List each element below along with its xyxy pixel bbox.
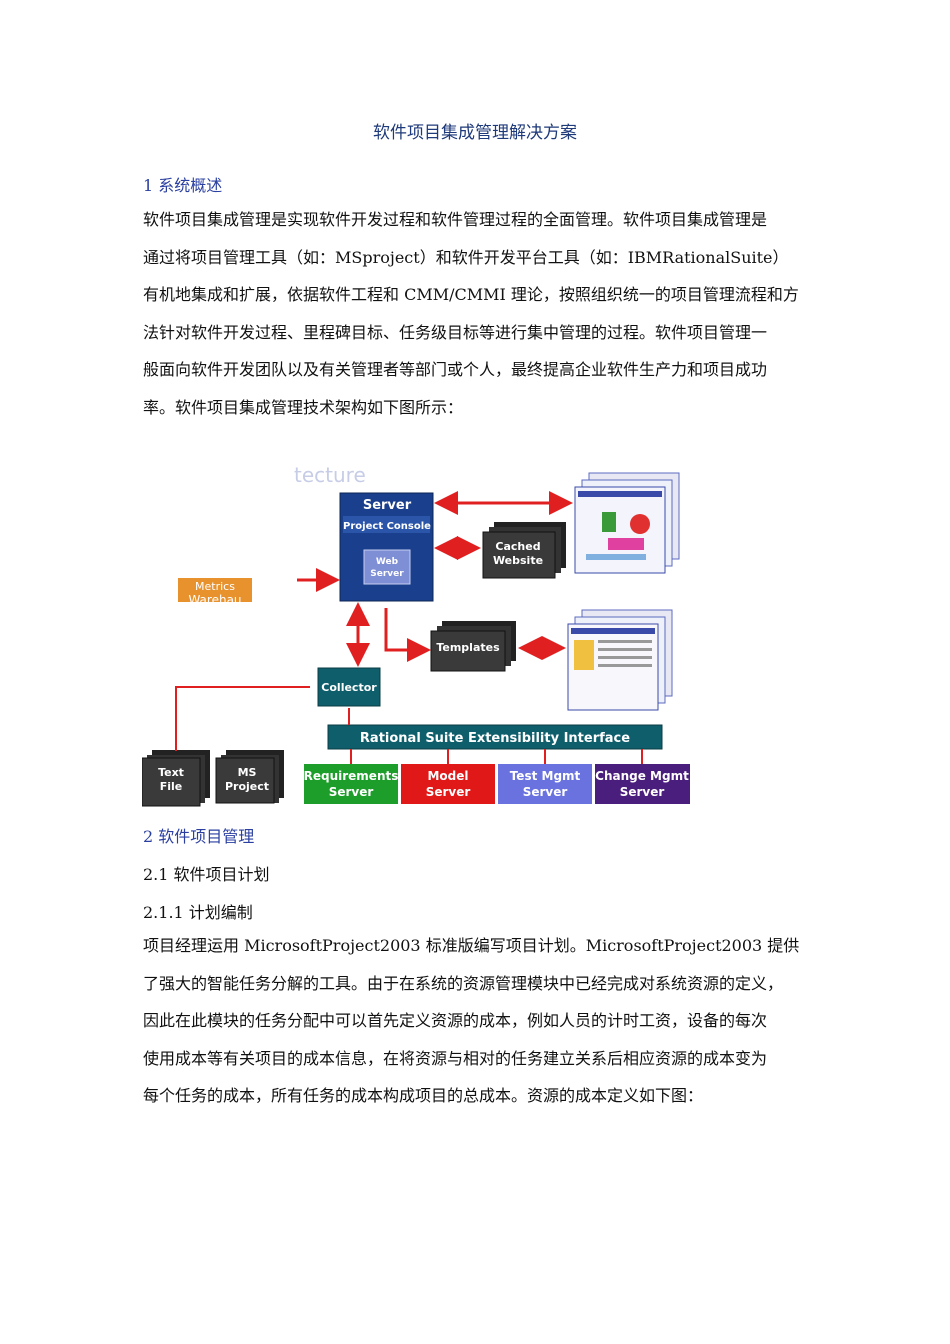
model-label: Model [427, 769, 468, 783]
diagram-arrows [175, 491, 643, 764]
dashboard-screenshots [574, 472, 680, 574]
ms-project-block: MS Project [215, 750, 284, 804]
overview-paragraph: 软件项目集成管理是实现软件开发过程和软件管理过程的全面管理。软件项目集成管理是 … [143, 201, 823, 426]
server-block: Server Project Console Web Server [339, 492, 434, 602]
paragraph-line: 通过将项目管理工具（如：MSproject）和软件开发平台工具（如：IBMRat… [143, 247, 789, 267]
requirements-server: Requirements Server [304, 764, 399, 804]
section-heading-management: 2 软件项目管理 [143, 827, 255, 846]
metrics-label: Warehau [188, 593, 241, 607]
project-console-label: Project Console [343, 521, 431, 532]
model-server: Model Server [401, 764, 495, 804]
rsei-label: Rational Suite Extensibility Interface [360, 731, 630, 746]
collector-block: Collector [317, 667, 381, 707]
test-mgmt-label: Test Mgmt [510, 769, 581, 783]
extensibility-interface-bar: Rational Suite Extensibility Interface [327, 724, 663, 750]
paragraph-line: 项目经理运用 MicrosoftProject2003 标准版编写项目计划。Mi… [143, 936, 800, 955]
cached-label: Website [493, 554, 543, 567]
paragraph-line: 般面向软件开发团队以及有关管理者等部门或个人，最终提高企业软件生产力和项目成功 [143, 360, 768, 379]
paragraph-line: 软件项目集成管理是实现软件开发过程和软件管理过程的全面管理。软件项目集成管理是 [143, 210, 768, 229]
collector-file-line [175, 686, 310, 751]
text-file-label: Text [158, 766, 184, 779]
paragraph-line: 每个任务的成本，所有任务的成本构成项目的总成本。资源的成本定义如下图： [143, 1086, 704, 1105]
paragraph-line: 因此在此模块的任务分配中可以首先定义资源的成本，例如人员的计时工资，设备的每次 [143, 1011, 768, 1030]
paragraph-line: 率。软件项目集成管理技术架构如下图所示： [143, 397, 464, 417]
metrics-label: Metrics [195, 580, 235, 593]
test-mgmt-label: Server [523, 785, 568, 799]
change-mgmt-label: Change Mgmt [595, 769, 689, 783]
paragraph-line: 有机地集成和扩展，依据软件工程和 CMM/CMMI 理论，按照组织统一的项目管理… [143, 285, 799, 304]
requirements-label: Requirements [304, 769, 399, 783]
subsubsection-heading: 2.1.1 计划编制 [143, 903, 253, 922]
paragraph-line: 了强大的智能任务分解的工具。由于在系统的资源管理模块中已经完成对系统资源的定义， [143, 973, 784, 993]
subsection-heading: 2.1 软件项目计划 [143, 865, 270, 884]
web-server-label: Server [370, 569, 404, 579]
text-file-label: File [160, 780, 183, 793]
templates-block: Templates [430, 621, 516, 672]
text-file-block: Text File [142, 750, 210, 807]
server-label: Server [363, 498, 412, 513]
model-label: Server [426, 785, 471, 799]
cached-label: Cached [495, 540, 540, 553]
ms-project-label: Project [225, 780, 269, 793]
section-heading-overview: 1 系统概述 [143, 176, 223, 195]
change-mgmt-label: Server [620, 785, 665, 799]
collector-label: Collector [321, 681, 377, 694]
paragraph-line: 法针对软件开发过程、里程碑目标、任务级目标等进行集中管理的过程。软件项目管理一 [143, 322, 768, 342]
ms-project-label: MS [238, 766, 257, 779]
server-templates-arrow [384, 608, 431, 662]
requirements-label: Server [329, 785, 374, 799]
page-title: 软件项目集成管理解决方案 [373, 123, 577, 143]
architecture-diagram: tecture Server Project Console Web Serve… [142, 463, 690, 807]
planning-paragraph: 项目经理运用 MicrosoftProject2003 标准版编写项目计划。Mi… [143, 927, 823, 1115]
template-screenshots [567, 609, 673, 711]
paragraph-line: 使用成本等有关项目的成本信息，在将资源与相对的任务建立关系后相应资源的成本变为 [143, 1048, 768, 1068]
change-mgmt-server: Change Mgmt Server [595, 764, 690, 804]
web-server-label: Web [376, 557, 399, 567]
cached-website-block: Cached Website [482, 522, 566, 579]
templates-label: Templates [436, 641, 500, 654]
test-mgmt-server: Test Mgmt Server [498, 764, 592, 804]
metrics-warehouse-block: Metrics Warehau [178, 578, 252, 607]
watermark-text: tecture [294, 463, 366, 487]
